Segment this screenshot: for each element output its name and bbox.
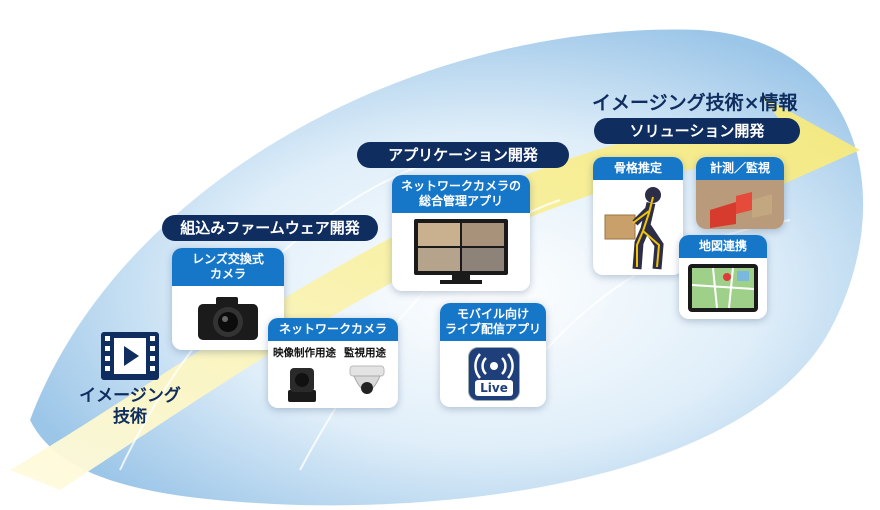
ptz-camera-icon <box>288 368 316 402</box>
mobile-live-title-2: ライブ配信アプリ <box>444 322 541 336</box>
pose-estimation-icon <box>604 187 664 270</box>
arrow-title: イメージング技術×情報 <box>592 92 798 114</box>
mobile-live-title-1: モバイル向け <box>456 307 529 321</box>
stage-application: アプリケーション開発 <box>357 142 569 168</box>
card-skeleton: 骨格推定 <box>593 157 683 275</box>
map-title: 地図連携 <box>679 235 767 258</box>
lens-camera-title-2: カメラ <box>209 267 246 281</box>
network-camera-sub-left: 映像制作用途 <box>273 347 336 359</box>
stage-solution: ソリューション開発 <box>594 118 800 144</box>
camera-manager-title-1: ネットワークカメラの <box>400 179 521 193</box>
card-header: モバイル向け ライブ配信アプリ <box>440 303 546 341</box>
card-header: レンズ交換式 カメラ <box>172 248 284 286</box>
broadcast-icon <box>474 353 514 379</box>
dome-camera-icon <box>349 365 385 394</box>
imaging-base: イメージング 技術 <box>55 330 205 428</box>
card-network-camera: ネットワークカメラ 映像制作用途 監視用途 <box>268 318 398 408</box>
card-header: ネットワークカメラの 総合管理アプリ <box>392 175 530 213</box>
stage-firmware: 組込みファームウェア開発 <box>162 215 378 241</box>
imaging-label-2: 技術 <box>113 407 147 427</box>
live-badge: Live <box>475 380 513 396</box>
card-camera-manager: ネットワークカメラの 総合管理アプリ <box>392 175 530 291</box>
imaging-label-1: イメージング <box>79 386 181 406</box>
measurement-icon <box>696 180 784 229</box>
video-icon <box>101 332 159 380</box>
live-app-icon: Live <box>468 347 520 401</box>
card-lens-camera: レンズ交換式 カメラ <box>172 248 284 350</box>
card-measure: 計測／監視 <box>696 157 784 229</box>
network-camera-sub-right: 監視用途 <box>344 347 386 359</box>
camera-icon <box>198 297 258 340</box>
map-tablet-icon <box>688 264 758 312</box>
network-camera-title: ネットワークカメラ <box>268 318 398 341</box>
lens-camera-title-1: レンズ交換式 <box>192 252 264 266</box>
skeleton-title: 骨格推定 <box>593 157 683 180</box>
monitor-icon <box>414 219 508 284</box>
card-map: 地図連携 <box>679 235 767 319</box>
camera-manager-title-2: 総合管理アプリ <box>418 194 503 208</box>
card-mobile-live: モバイル向け ライブ配信アプリ Live <box>440 303 546 407</box>
measure-title: 計測／監視 <box>696 157 784 180</box>
